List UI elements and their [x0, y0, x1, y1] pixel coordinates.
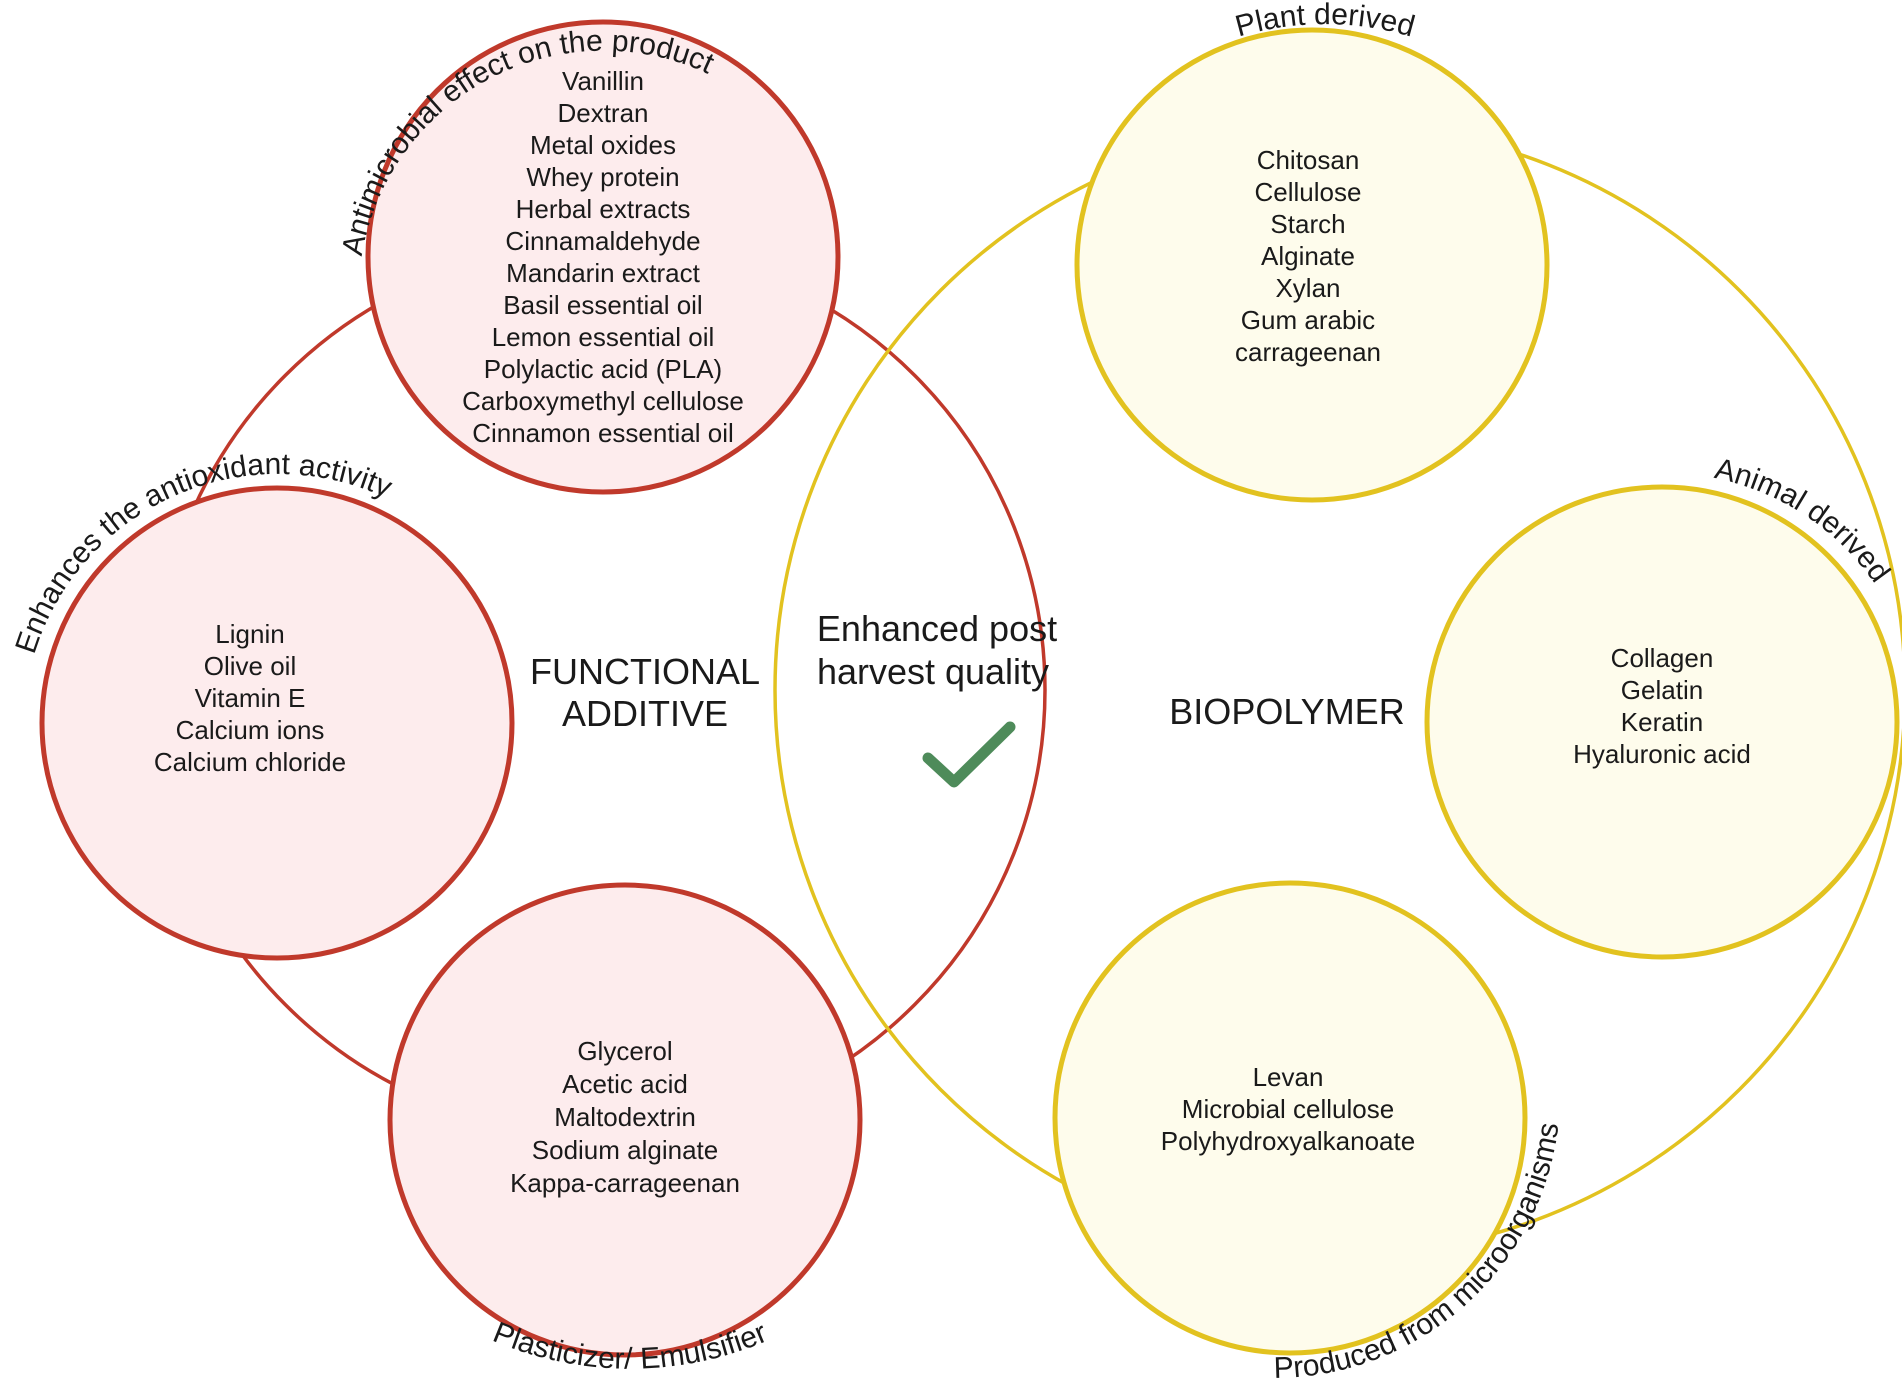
- list-item: Maltodextrin: [554, 1102, 696, 1132]
- list-item: Chitosan: [1257, 145, 1360, 175]
- list-item: Metal oxides: [530, 130, 676, 160]
- list-item: Olive oil: [204, 651, 296, 681]
- microbial-circle: [1052, 880, 1528, 1356]
- list-item: Glycerol: [577, 1036, 672, 1066]
- plasticizer-circle: [387, 882, 863, 1358]
- list-item: Keratin: [1621, 707, 1703, 737]
- list-item: Polyhydroxyalkanoate: [1161, 1126, 1415, 1156]
- antimicrobial-circle: [365, 19, 841, 495]
- list-item: Collagen: [1611, 643, 1714, 673]
- list-item: Xylan: [1275, 273, 1340, 303]
- antioxidant-circle: [39, 485, 515, 961]
- list-item: Hyaluronic acid: [1573, 739, 1751, 769]
- list-item: Basil essential oil: [503, 290, 702, 320]
- list-item: Vanillin: [562, 66, 644, 96]
- list-item: Vitamin E: [195, 683, 306, 713]
- list-item: Lemon essential oil: [492, 322, 715, 352]
- plant-derived-circle: [1074, 27, 1550, 503]
- animal-derived-circle: [1424, 484, 1900, 960]
- list-item: Gelatin: [1621, 675, 1703, 705]
- list-item: Cellulose: [1255, 177, 1362, 207]
- functional-additive-label-line2: ADDITIVE: [562, 693, 728, 734]
- list-item: Cinnamon essential oil: [472, 418, 734, 448]
- list-item: Calcium ions: [176, 715, 325, 745]
- biopolymer-label: BIOPOLYMER: [1169, 691, 1404, 732]
- list-item: Cinnamaldehyde: [505, 226, 700, 256]
- center-title-line2: harvest quality: [817, 651, 1049, 692]
- list-item: Herbal extracts: [516, 194, 691, 224]
- list-item: Carboxymethyl cellulose: [462, 386, 744, 416]
- list-item: Lignin: [215, 619, 284, 649]
- list-item: Calcium chloride: [154, 747, 346, 777]
- plant-derived-items: ChitosanCelluloseStarchAlginateXylanGum …: [1235, 145, 1381, 367]
- list-item: Dextran: [557, 98, 648, 128]
- checkmark-icon: [922, 721, 1016, 788]
- list-item: Levan: [1253, 1062, 1324, 1092]
- center-title-line1: Enhanced post: [817, 608, 1057, 649]
- list-item: Mandarin extract: [506, 258, 700, 288]
- functional-additive-label-line1: FUNCTIONAL: [530, 651, 760, 692]
- list-item: Starch: [1270, 209, 1345, 239]
- list-item: Gum arabic: [1241, 305, 1375, 335]
- list-item: Microbial cellulose: [1182, 1094, 1394, 1124]
- list-item: Whey protein: [526, 162, 679, 192]
- list-item: Kappa-carrageenan: [510, 1168, 740, 1198]
- list-item: carrageenan: [1235, 337, 1381, 367]
- list-item: Alginate: [1261, 241, 1355, 271]
- list-item: Sodium alginate: [532, 1135, 718, 1165]
- list-item: Acetic acid: [562, 1069, 688, 1099]
- list-item: Polylactic acid (PLA): [484, 354, 722, 384]
